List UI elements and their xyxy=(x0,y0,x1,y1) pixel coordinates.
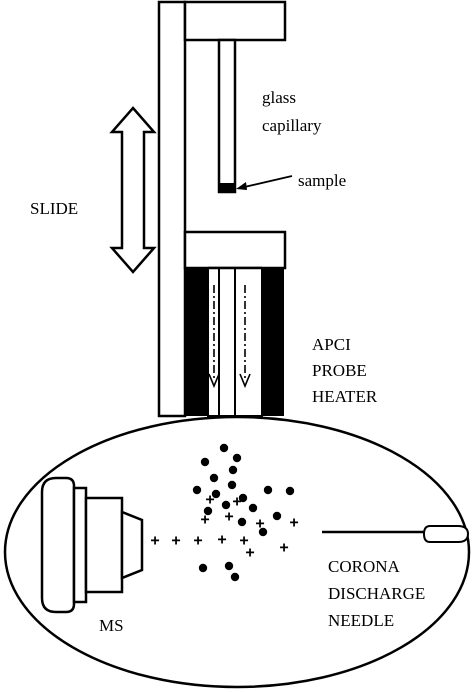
droplet-dot xyxy=(219,443,229,453)
label-apci: APCI xyxy=(312,335,351,354)
ion-plus-icon: + xyxy=(150,533,159,550)
ion-plus-icon: + xyxy=(205,492,214,509)
droplet-dot xyxy=(248,503,258,513)
droplet-dot xyxy=(228,465,238,475)
label-corona: CORONA xyxy=(328,557,401,576)
droplet-dot xyxy=(211,489,221,499)
droplet-dot xyxy=(227,480,237,490)
droplet-dot xyxy=(237,517,247,527)
top-holder xyxy=(183,0,287,42)
droplet-dot xyxy=(285,486,295,496)
label-discharge: DISCHARGE xyxy=(328,584,425,603)
apci-probe-heater xyxy=(186,266,284,417)
droplet-dot xyxy=(198,563,208,573)
droplet-dot xyxy=(230,572,240,582)
droplet-dot xyxy=(192,485,202,495)
label-sample: sample xyxy=(298,171,346,190)
corona-discharge-needle xyxy=(322,525,470,543)
lower-holder xyxy=(183,230,287,270)
sample-pointer-line xyxy=(239,175,293,189)
label-slide: SLIDE xyxy=(30,199,78,218)
label-glass: glass xyxy=(262,88,296,107)
ion-plus-icon: + xyxy=(245,545,254,562)
droplet-dot xyxy=(203,506,213,516)
ions: +++++++++++++ xyxy=(150,492,298,562)
label-ms: MS xyxy=(99,616,124,635)
ion-plus-icon: + xyxy=(171,533,180,550)
gas-flow-arrows xyxy=(208,285,251,389)
ion-plus-icon: + xyxy=(217,532,226,549)
ion-plus-icon: + xyxy=(279,540,288,557)
label-needle: NEEDLE xyxy=(328,611,394,630)
ion-plus-icon: + xyxy=(239,533,248,550)
ms-inlet xyxy=(40,476,144,614)
droplets xyxy=(192,443,295,582)
glass-capillary xyxy=(217,38,237,194)
droplet-dot xyxy=(221,500,231,510)
droplet-dot xyxy=(232,453,242,463)
ion-plus-icon: + xyxy=(232,494,241,511)
ion-plus-icon: + xyxy=(224,509,233,526)
label-heater: HEATER xyxy=(312,387,378,406)
droplet-dot xyxy=(272,511,282,521)
ion-plus-icon: + xyxy=(289,515,298,532)
droplet-dot xyxy=(200,457,210,467)
label-capillary: capillary xyxy=(262,116,322,135)
sample-pointer-arrowhead xyxy=(236,182,247,190)
label-probe: PROBE xyxy=(312,361,367,380)
sample-plug xyxy=(220,183,234,192)
droplet-dot xyxy=(209,473,219,483)
ion-plus-icon: + xyxy=(193,533,202,550)
ion-plus-icon: + xyxy=(200,512,209,529)
ion-plus-icon: + xyxy=(255,516,264,533)
droplet-dot xyxy=(238,493,248,503)
slide-double-arrow-icon xyxy=(109,106,157,274)
droplet-dot xyxy=(224,561,234,571)
droplet-dot xyxy=(263,485,273,495)
droplet-dot xyxy=(258,527,268,537)
slide-rail xyxy=(157,0,187,418)
